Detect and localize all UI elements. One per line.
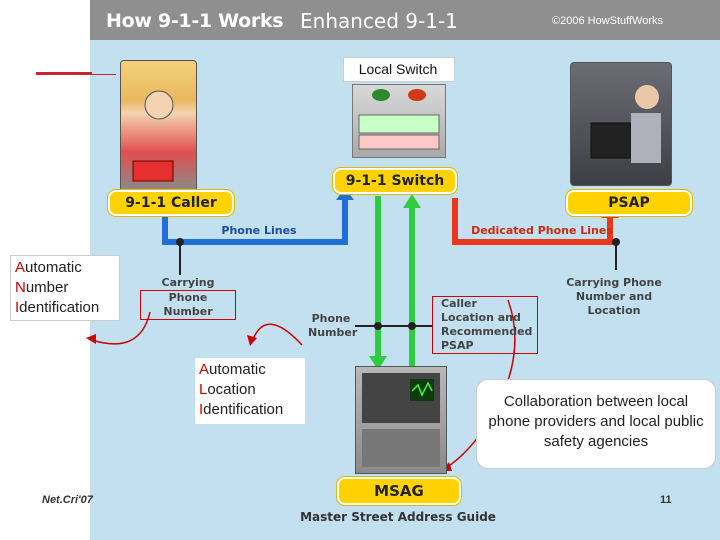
- ali-annotation-arrowhead: [247, 335, 257, 346]
- header-bar: [90, 0, 720, 40]
- server-rack-icon: [362, 373, 440, 467]
- ani-annotation-arrowhead: [86, 334, 96, 344]
- carrying-phone-number-location-label: Carrying Phone Number and Location: [558, 276, 670, 318]
- carrying-line-2: Phone Number: [140, 290, 236, 320]
- local-switch-equipment: [352, 84, 446, 158]
- carrying-phone-number-label: Carrying Phone Number: [140, 276, 236, 320]
- psap-operator-photo: [570, 62, 672, 186]
- msag-line-up-arrowhead: [403, 194, 421, 208]
- slide-accent-rule: [36, 72, 92, 75]
- phone-number-line-1: Phone: [311, 312, 351, 325]
- slide-accent-rule-secondary: [92, 74, 116, 75]
- caller-label: 9-1-1 Caller: [108, 190, 234, 216]
- dedicated-lines-label: Dedicated Phone Lines: [471, 224, 613, 237]
- footer-conference: Net.Cri'07: [42, 494, 93, 506]
- copyright-text: ©2006 HowStuffWorks: [552, 15, 664, 27]
- carrying-location-line-3: Location: [587, 304, 641, 317]
- caller-location-line-4: PSAP: [441, 339, 474, 352]
- collaboration-callout: Collaboration between local phone provid…: [476, 379, 716, 469]
- diagram-title: How 9-1-1 Works: [106, 10, 284, 32]
- switch-label: 9-1-1 Switch: [333, 168, 457, 194]
- ali-rest-3: dentification: [203, 401, 284, 418]
- carrying-location-line-1: Carrying Phone: [566, 276, 662, 289]
- ali-initial-3: I: [199, 401, 204, 418]
- pointer-dot-left: [374, 322, 382, 330]
- msag-server-rack: [355, 366, 447, 474]
- pointer-dot-dedicated: [612, 238, 620, 246]
- caller-photo: [120, 60, 197, 192]
- caller-location-line-3: Recommended: [441, 325, 533, 338]
- ali-line-2: Location: [199, 380, 301, 400]
- ani-initial-2: N: [15, 279, 26, 296]
- caller-figure-icon: [132, 90, 174, 182]
- diagram-subtitle: Enhanced 9-1-1: [300, 9, 458, 33]
- ani-rest-3: dentification: [19, 299, 100, 316]
- slide-number: 11: [660, 494, 672, 506]
- caller-location-line-1: Caller: [441, 297, 477, 310]
- switch-panel-icon: [358, 89, 440, 150]
- pointer-dot-carrying: [176, 238, 184, 246]
- local-switch-label: Local Switch: [358, 61, 438, 77]
- ali-rest-1: utomatic: [209, 361, 266, 378]
- phone-lines-label: Phone Lines: [221, 224, 297, 237]
- ani-callout: Automatic Number Identification: [10, 255, 120, 321]
- ani-line-3: Identification: [15, 298, 115, 318]
- msag-label: MSAG: [337, 477, 461, 505]
- caller-location-line-2: Location and: [441, 311, 521, 324]
- ali-line-3: Identification: [199, 400, 301, 420]
- carrying-line-1: Carrying: [161, 276, 215, 289]
- psap-label: PSAP: [566, 190, 692, 216]
- local-switch-box: [343, 57, 455, 82]
- ali-initial-2: L: [199, 381, 208, 398]
- ali-initial-1: A: [199, 361, 210, 378]
- msag-line-down-arrowhead: [369, 356, 387, 370]
- caller-location-label: Caller Location and Recommended PSAP: [432, 296, 538, 354]
- phone-number-label: Phone Number: [308, 312, 358, 340]
- dedicated-line-path: [452, 198, 613, 245]
- phone-line-path: [162, 198, 348, 245]
- ani-rest-2: umber: [25, 279, 69, 296]
- ani-rest-1: utomatic: [25, 259, 82, 276]
- phone-number-line-2: Number: [308, 326, 358, 339]
- ali-line-1: Automatic: [199, 360, 301, 380]
- carrying-location-line-2: Number and: [575, 290, 653, 303]
- pointer-dot-right: [408, 322, 416, 330]
- ani-line-2: Number: [15, 278, 115, 298]
- ali-callout: Automatic Location Identification: [195, 358, 305, 424]
- operator-figure-icon: [590, 85, 661, 163]
- ani-initial-1: A: [15, 259, 26, 276]
- ani-initial-3: I: [15, 299, 20, 316]
- ani-line-1: Automatic: [15, 258, 115, 278]
- phone-line-arrowhead: [336, 188, 354, 200]
- msag-caption: Master Street Address Guide: [300, 510, 496, 524]
- ani-annotation-arrow: [91, 311, 151, 345]
- ali-rest-2: ocation: [207, 381, 256, 398]
- ali-annotation-arrow: [251, 323, 303, 346]
